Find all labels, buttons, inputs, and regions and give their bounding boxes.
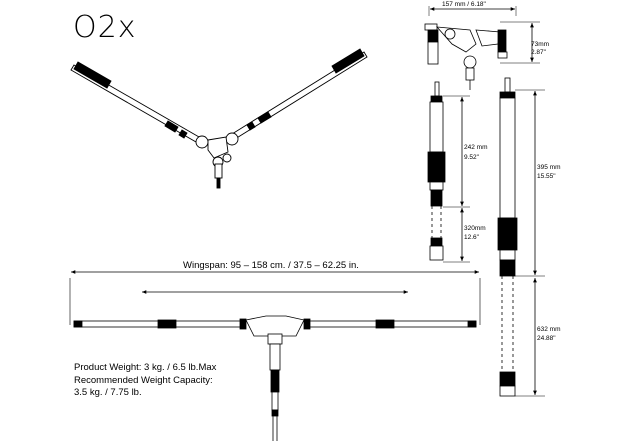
section-a-in-label: 9.52" [464, 154, 480, 161]
collapsed-in-label: 15.55" [537, 173, 556, 180]
section-a-mm-label: 242 mm [464, 144, 487, 151]
left-arm [70, 61, 207, 147]
head-clamp [195, 132, 239, 189]
section-b-in-label: 12.6" [464, 234, 480, 241]
collapsed-mm-label: 395 mm [537, 164, 560, 171]
extended-mm-label: 632 mm [537, 326, 560, 333]
pole-a [427, 81, 470, 263]
top-width-label: 157 mm / 6.18" [442, 1, 487, 8]
head-top-view [424, 6, 540, 90]
right-arm [231, 48, 368, 140]
wing-horizontal-view [69, 270, 481, 441]
pole-b [497, 77, 545, 397]
extended-in-label: 24.88" [537, 335, 556, 342]
wing-v-view [70, 48, 368, 189]
spec-block: Product Weight: 3 kg. / 6.5 lb.Max Recom… [74, 362, 216, 400]
section-b-mm-label: 320mm [464, 225, 486, 232]
product-weight-text: Product Weight: 3 kg. / 6.5 lb.Max [74, 362, 217, 373]
head-height-mm-label: 73mm [531, 41, 549, 48]
product-title: O2x [73, 10, 136, 45]
capacity-value-text: 3.5 kg. / 7.75 lb. [74, 387, 142, 398]
wingspan-label: Wingspan: 95 – 158 cm. / 37.5 – 62.25 in… [183, 260, 359, 271]
head-height-in-label: 2.87" [531, 49, 547, 56]
capacity-heading-text: Recommended Weight Capacity: [74, 374, 213, 386]
